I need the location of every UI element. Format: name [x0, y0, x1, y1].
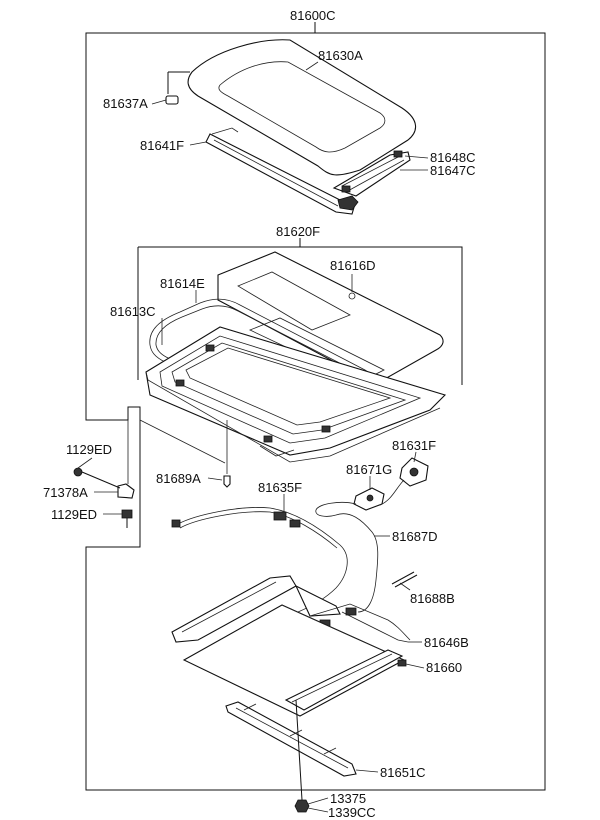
leader-drain-clip — [207, 477, 223, 481]
drive-cable[interactable] — [171, 507, 348, 613]
drain-hose[interactable] — [391, 571, 418, 588]
sunroof-frame[interactable] — [145, 326, 447, 463]
label-upper-bolt: 1129ED — [66, 442, 112, 457]
label-clip: 81637A — [103, 96, 148, 111]
label-drip-panel: 81616D — [330, 258, 376, 273]
label-screw: 1339CC — [328, 805, 376, 820]
label-rail: 81651C — [380, 765, 426, 780]
relay-unit[interactable] — [353, 487, 385, 511]
side-bracket[interactable] — [117, 483, 135, 499]
lower-bolt[interactable] — [121, 509, 133, 528]
label-cable-rear: 81646B — [424, 635, 469, 650]
guide-rail[interactable] — [225, 701, 357, 777]
label-glass: 81630A — [318, 48, 363, 63]
leader-clip — [151, 99, 167, 105]
wire-harness[interactable] — [315, 479, 405, 613]
label-bracket-upper: 81648C — [430, 150, 476, 165]
mechanism-frame[interactable] — [171, 575, 411, 643]
label-side-bracket: 71378A — [43, 485, 88, 500]
sunroof-glass[interactable] — [187, 39, 417, 176]
leader-drain-hose — [399, 582, 411, 591]
label-frame-seal: 81613C — [110, 304, 156, 319]
leader-sunshade — [405, 663, 425, 669]
label-assembly: 81600C — [290, 8, 336, 23]
label-weatherstrip: 81614E — [160, 276, 205, 291]
label-motor: 81631F — [392, 438, 436, 453]
leader-nut — [307, 797, 329, 805]
drip-panel[interactable] — [217, 251, 444, 385]
leader-deflector — [189, 141, 207, 146]
drain-clip[interactable] — [223, 420, 231, 488]
leader-rail — [355, 769, 379, 773]
leader-glass — [305, 61, 319, 71]
frame-assy-boundary — [137, 246, 463, 385]
label-harness: 81687D — [392, 529, 438, 544]
mounting-screw[interactable] — [294, 699, 310, 813]
sunshade-panel[interactable] — [182, 604, 407, 717]
label-relay: 81671G — [346, 462, 392, 477]
label-cable-front: 81635F — [258, 480, 302, 495]
assembly-boundary — [85, 32, 546, 791]
wind-deflector[interactable] — [205, 127, 359, 215]
label-frame-assy: 81620F — [276, 224, 320, 239]
label-deflector: 81641F — [140, 138, 184, 153]
leader-upper-bolt — [77, 457, 93, 469]
label-drain-hose: 81688B — [410, 591, 455, 606]
leader-motor — [413, 451, 417, 463]
leader-bracket-upper — [404, 155, 429, 159]
label-drain-clip: 81689A — [156, 471, 201, 486]
label-lower-bolt: 1129ED — [51, 507, 97, 522]
sunroof-motor[interactable] — [399, 457, 429, 487]
label-sunshade: 81660 — [426, 660, 462, 675]
upper-bolt[interactable] — [73, 467, 121, 489]
glass-clip[interactable] — [165, 71, 190, 105]
leader-screw — [307, 807, 329, 813]
label-bracket-lower: 81647C — [430, 163, 476, 178]
leader-frame-diag — [139, 419, 226, 464]
label-nut: 13375 — [330, 791, 366, 806]
